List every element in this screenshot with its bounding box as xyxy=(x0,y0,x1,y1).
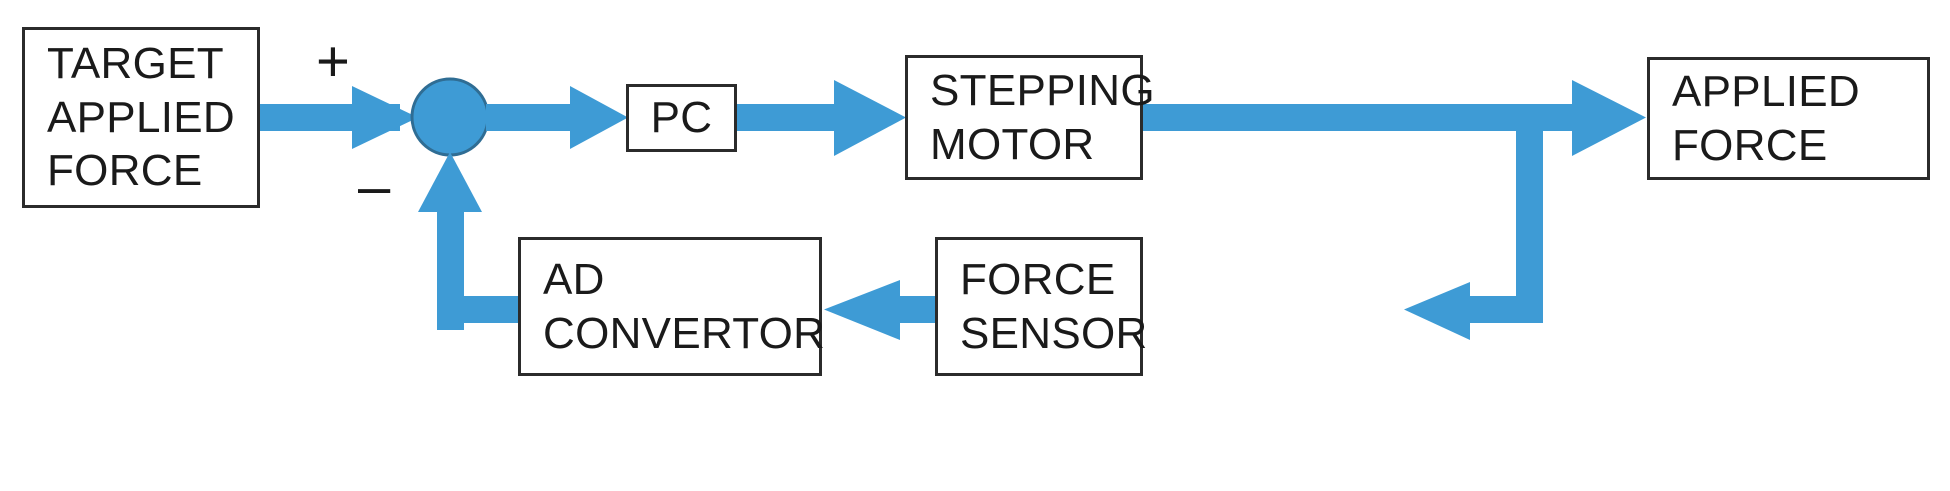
block-label-line: APPLIED xyxy=(1672,66,1860,116)
block-label-line: STEPPING xyxy=(930,65,1155,115)
block-label-line: SENSOR xyxy=(960,308,1148,358)
block-label-line: MOTOR xyxy=(930,119,1095,169)
block-ad-convertor[interactable]: AD CONVERTOR xyxy=(518,237,826,376)
block-label-line: FORCE xyxy=(960,254,1116,304)
block-pc[interactable]: PC xyxy=(626,84,737,152)
arrow-pc-to-stepping-motor xyxy=(737,80,906,156)
plus-sign-label: + xyxy=(316,29,350,94)
block-force-sensor[interactable]: FORCE SENSOR xyxy=(935,237,1147,376)
arrow-sum-to-pc xyxy=(486,86,628,149)
block-label-line: AD xyxy=(543,254,605,304)
arrow-target-to-sum xyxy=(260,86,418,149)
path-ad-convertor-to-sum xyxy=(437,296,522,323)
arrow-force-sensor-to-ad-convertor xyxy=(824,280,938,340)
minus-sign-label: – xyxy=(358,154,391,219)
arrow-stepping-motor-to-applied-force xyxy=(1143,80,1646,156)
block-label-line: PC xyxy=(650,93,713,143)
arrow-branch-to-force-sensor xyxy=(1404,104,1543,340)
block-applied-force[interactable]: APPLIED FORCE xyxy=(1647,57,1930,180)
block-label-line: FORCE xyxy=(47,146,203,196)
block-stepping-motor[interactable]: STEPPING MOTOR xyxy=(905,55,1155,180)
block-label-line: APPLIED xyxy=(47,92,235,142)
block-label-line: CONVERTOR xyxy=(543,308,826,358)
block-label-line: TARGET xyxy=(47,38,224,88)
summing-junction-circle xyxy=(410,77,490,157)
block-label-line: FORCE xyxy=(1672,120,1828,170)
block-target-applied-force[interactable]: TARGET APPLIED FORCE xyxy=(22,27,260,208)
